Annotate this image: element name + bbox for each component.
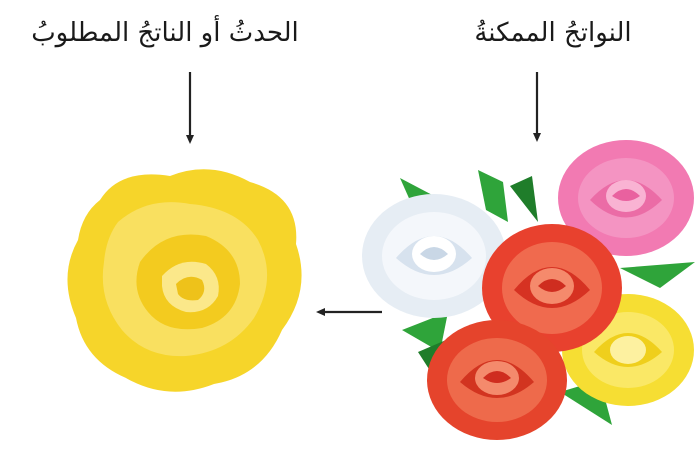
bouquet bbox=[362, 140, 695, 440]
selected-yellow-rose bbox=[67, 169, 301, 391]
leaf bbox=[510, 176, 538, 222]
leaf bbox=[620, 262, 695, 288]
rose-red-bottom bbox=[427, 320, 567, 440]
